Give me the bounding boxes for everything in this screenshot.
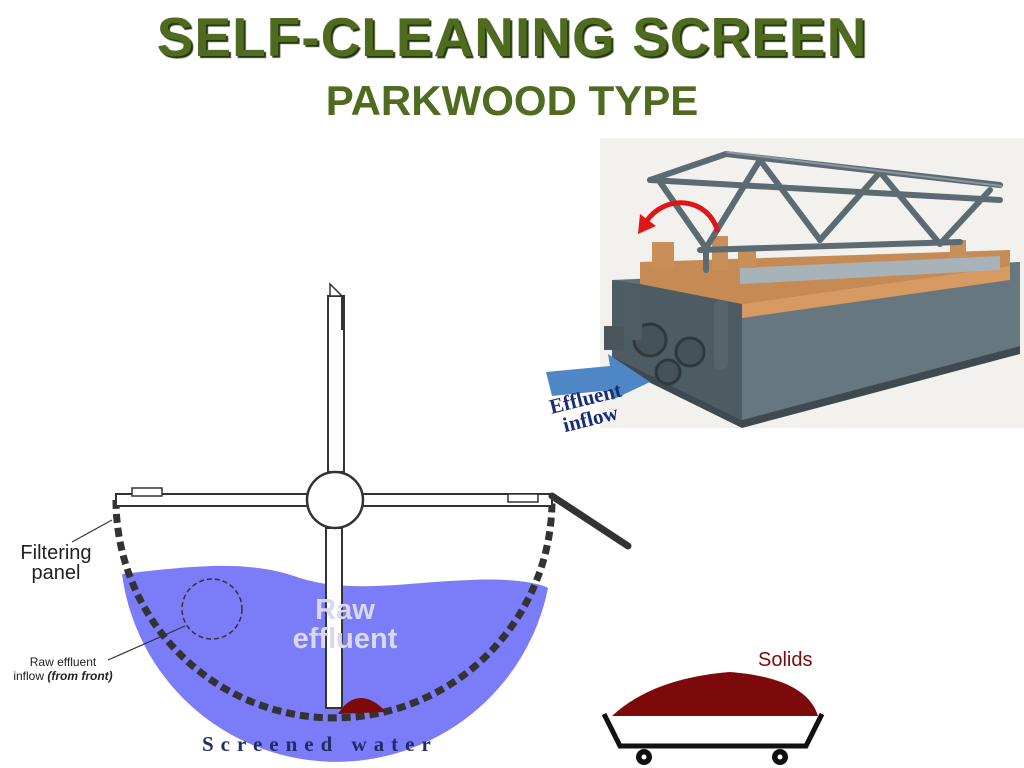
filtering-panel-label-line1: Filtering (20, 542, 92, 564)
raw-effluent-label: Raw effluent (270, 596, 420, 654)
raw-inflow-italic: (from front) (47, 669, 113, 683)
raw-inflow-label: Raw effluent inflow (from front) (4, 656, 122, 682)
raw-effluent-label-line2: effluent (292, 623, 398, 655)
solids-label: Solids (758, 649, 813, 671)
filtering-panel-label: Filtering panel (14, 543, 98, 583)
raw-inflow-label-line2: inflow (from front) (4, 670, 122, 682)
solids-cart (601, 672, 825, 765)
filtering-panel-mesh (112, 499, 556, 722)
screen-cross-section (71, 282, 632, 762)
page-title: SELF-CLEANING SCREEN (156, 6, 868, 68)
screened-water-label: Screened water (202, 732, 438, 756)
curved-rotation-arrow-icon (638, 200, 721, 234)
raw-inflow-label-line1: Raw effluent (29, 655, 97, 669)
machine-photo (600, 138, 1024, 428)
raw-effluent-label-line1: Raw (315, 594, 375, 626)
raw-inflow-plain: inflow (13, 669, 48, 683)
filtering-panel-label-line2: panel (31, 562, 81, 584)
page-subtitle: PARKWOOD TYPE (325, 77, 699, 124)
blue-inflow-arrow-icon (546, 354, 650, 400)
